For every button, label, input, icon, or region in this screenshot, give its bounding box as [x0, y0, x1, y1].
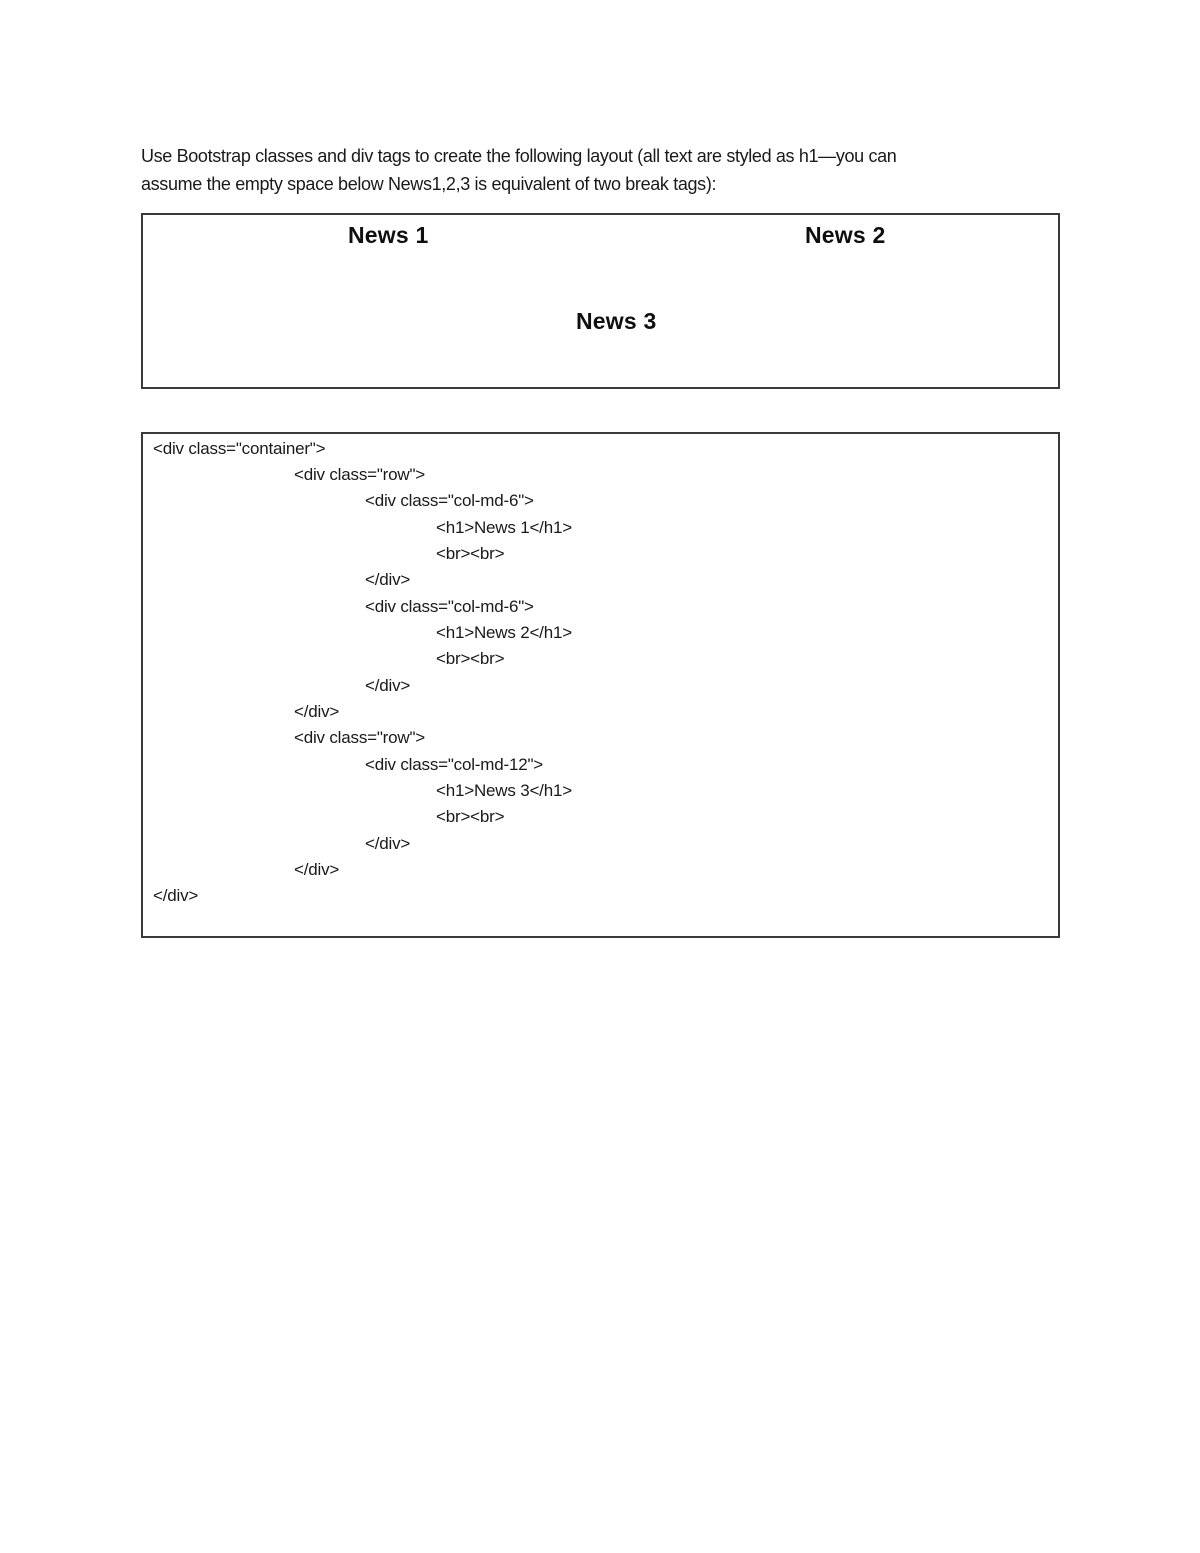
code-line: </div> — [365, 834, 411, 853]
code-line: <br><br> — [436, 649, 505, 668]
code-line: <br><br> — [436, 807, 505, 826]
instructions-line-2: assume the empty space below News1,2,3 i… — [141, 174, 717, 194]
news-2-heading: News 2 — [805, 222, 886, 248]
code-line: </div> — [365, 570, 411, 589]
code-answer-box: <div class="container"> <div class="row"… — [141, 432, 1060, 938]
layout-preview-box: News 1 News 2 News 3 — [141, 213, 1060, 389]
code-line: </div> — [294, 702, 340, 721]
code-line: <div class="container"> — [153, 439, 326, 458]
instructions-paragraph: Use Bootstrap classes and div tags to cr… — [141, 142, 1041, 198]
code-line: <h1>News 2</h1> — [436, 623, 572, 642]
code-line: <div class="row"> — [294, 465, 426, 484]
instructions-line-1: Use Bootstrap classes and div tags to cr… — [141, 146, 897, 166]
code-line: <div class="row"> — [294, 728, 426, 747]
news-3-heading: News 3 — [576, 308, 657, 334]
news-1-heading: News 1 — [348, 222, 429, 248]
code-line: <h1>News 3</h1> — [436, 781, 572, 800]
code-line: </div> — [153, 886, 199, 905]
code-line: <div class="col-md-6"> — [365, 491, 534, 510]
code-line: <br><br> — [436, 544, 505, 563]
code-line: <h1>News 1</h1> — [436, 518, 572, 537]
code-line: <div class="col-md-6"> — [365, 597, 534, 616]
code-line: <div class="col-md-12"> — [365, 755, 544, 774]
code-line: </div> — [365, 676, 411, 695]
code-line: </div> — [294, 860, 340, 879]
